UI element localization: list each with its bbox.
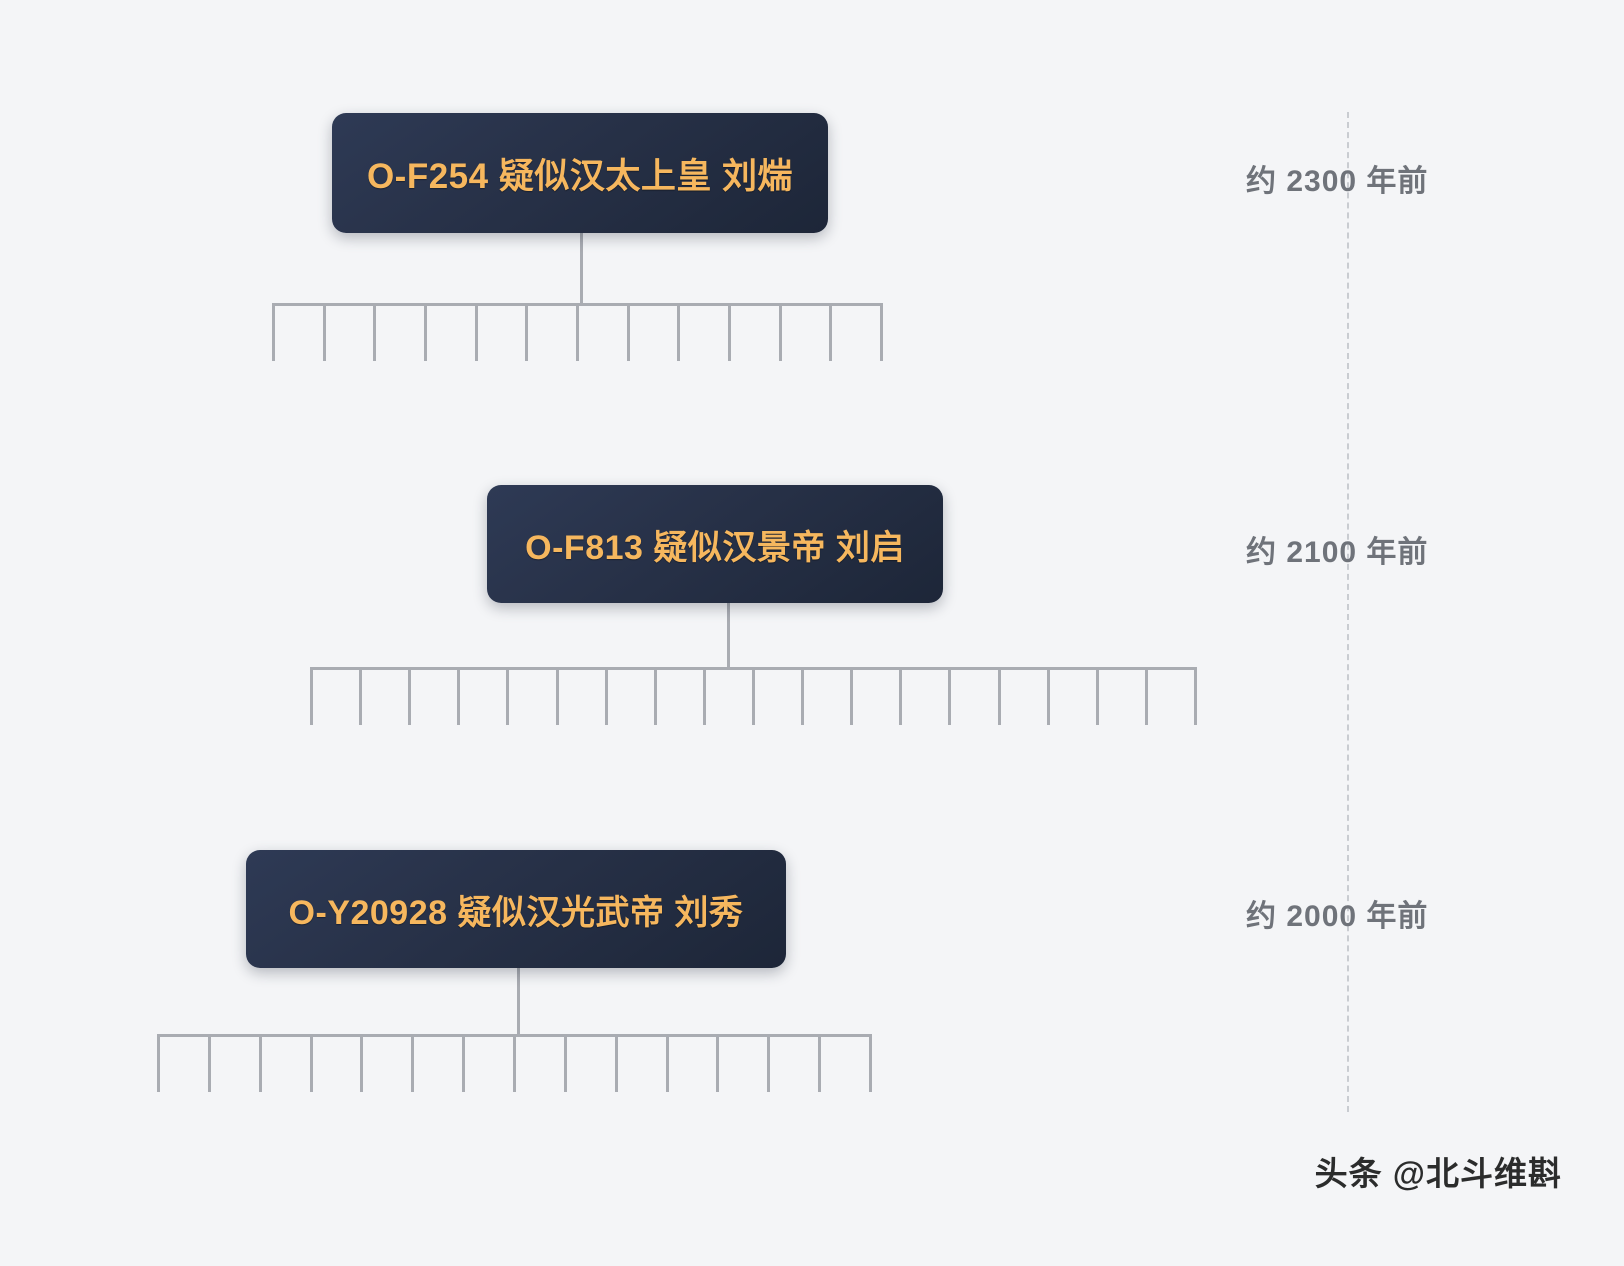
tree-node-label: O-Y20928 疑似汉光武帝 刘秀 bbox=[288, 893, 744, 932]
connector-stem-0 bbox=[580, 233, 583, 305]
comb-tick bbox=[829, 303, 832, 361]
timeline-dashed-axis bbox=[1347, 112, 1349, 1112]
comb-tick bbox=[1096, 667, 1099, 725]
comb-tick bbox=[801, 667, 804, 725]
comb-tick bbox=[564, 1034, 567, 1092]
connector-stem-2 bbox=[517, 968, 520, 1036]
comb-tick bbox=[157, 1034, 160, 1092]
comb-tick bbox=[948, 667, 951, 725]
comb-tick bbox=[513, 1034, 516, 1092]
comb-tick bbox=[323, 303, 326, 361]
comb-tick bbox=[716, 1034, 719, 1092]
comb-tick bbox=[605, 667, 608, 725]
comb-tick bbox=[767, 1034, 770, 1092]
comb-tick bbox=[408, 667, 411, 725]
tree-node-o-y20928[interactable]: O-Y20928 疑似汉光武帝 刘秀 bbox=[246, 850, 786, 968]
comb-tick bbox=[752, 667, 755, 725]
comb-tick bbox=[359, 667, 362, 725]
tree-node-o-f813[interactable]: O-F813 疑似汉景帝 刘启 bbox=[487, 485, 943, 603]
comb-tick bbox=[556, 667, 559, 725]
era-label-2300: 约 2300 年前 bbox=[1246, 165, 1429, 198]
comb-tick bbox=[360, 1034, 363, 1092]
comb-tick bbox=[576, 303, 579, 361]
tree-node-label: O-F254 疑似汉太上皇 刘煓 bbox=[366, 156, 794, 196]
comb-tick bbox=[998, 667, 1001, 725]
era-label-2000: 约 2000 年前 bbox=[1246, 900, 1429, 933]
comb-tick bbox=[506, 667, 509, 725]
comb-tick bbox=[1145, 667, 1148, 725]
comb-tick bbox=[677, 303, 680, 361]
comb-tick bbox=[1194, 667, 1197, 725]
comb-tick bbox=[525, 303, 528, 361]
descendant-comb-1 bbox=[310, 667, 1197, 727]
descendant-comb-0 bbox=[272, 303, 883, 363]
comb-tick bbox=[208, 1034, 211, 1092]
comb-tick bbox=[373, 303, 376, 361]
comb-tick bbox=[411, 1034, 414, 1092]
comb-tick bbox=[703, 667, 706, 725]
descendant-comb-2 bbox=[157, 1034, 872, 1094]
tree-node-o-f254[interactable]: O-F254 疑似汉太上皇 刘煓 bbox=[332, 113, 828, 233]
watermark: 头条 @北斗维斟 bbox=[1314, 1155, 1562, 1192]
comb-tick bbox=[462, 1034, 465, 1092]
era-label-2100: 约 2100 年前 bbox=[1246, 536, 1429, 569]
comb-tick bbox=[779, 303, 782, 361]
comb-tick bbox=[880, 303, 883, 361]
comb-tick bbox=[899, 667, 902, 725]
connector-stem-1 bbox=[727, 603, 730, 669]
comb-tick bbox=[818, 1034, 821, 1092]
comb-tick bbox=[310, 1034, 313, 1092]
comb-tick bbox=[457, 667, 460, 725]
comb-tick bbox=[424, 303, 427, 361]
comb-tick bbox=[615, 1034, 618, 1092]
comb-tick bbox=[850, 667, 853, 725]
comb-tick bbox=[1047, 667, 1050, 725]
tree-node-label: O-F813 疑似汉景帝 刘启 bbox=[525, 528, 905, 567]
comb-tick bbox=[310, 667, 313, 725]
comb-tick bbox=[666, 1034, 669, 1092]
comb-tick bbox=[627, 303, 630, 361]
comb-tick bbox=[869, 1034, 872, 1092]
comb-tick bbox=[475, 303, 478, 361]
comb-tick bbox=[654, 667, 657, 725]
comb-tick bbox=[728, 303, 731, 361]
comb-tick bbox=[272, 303, 275, 361]
comb-tick bbox=[259, 1034, 262, 1092]
